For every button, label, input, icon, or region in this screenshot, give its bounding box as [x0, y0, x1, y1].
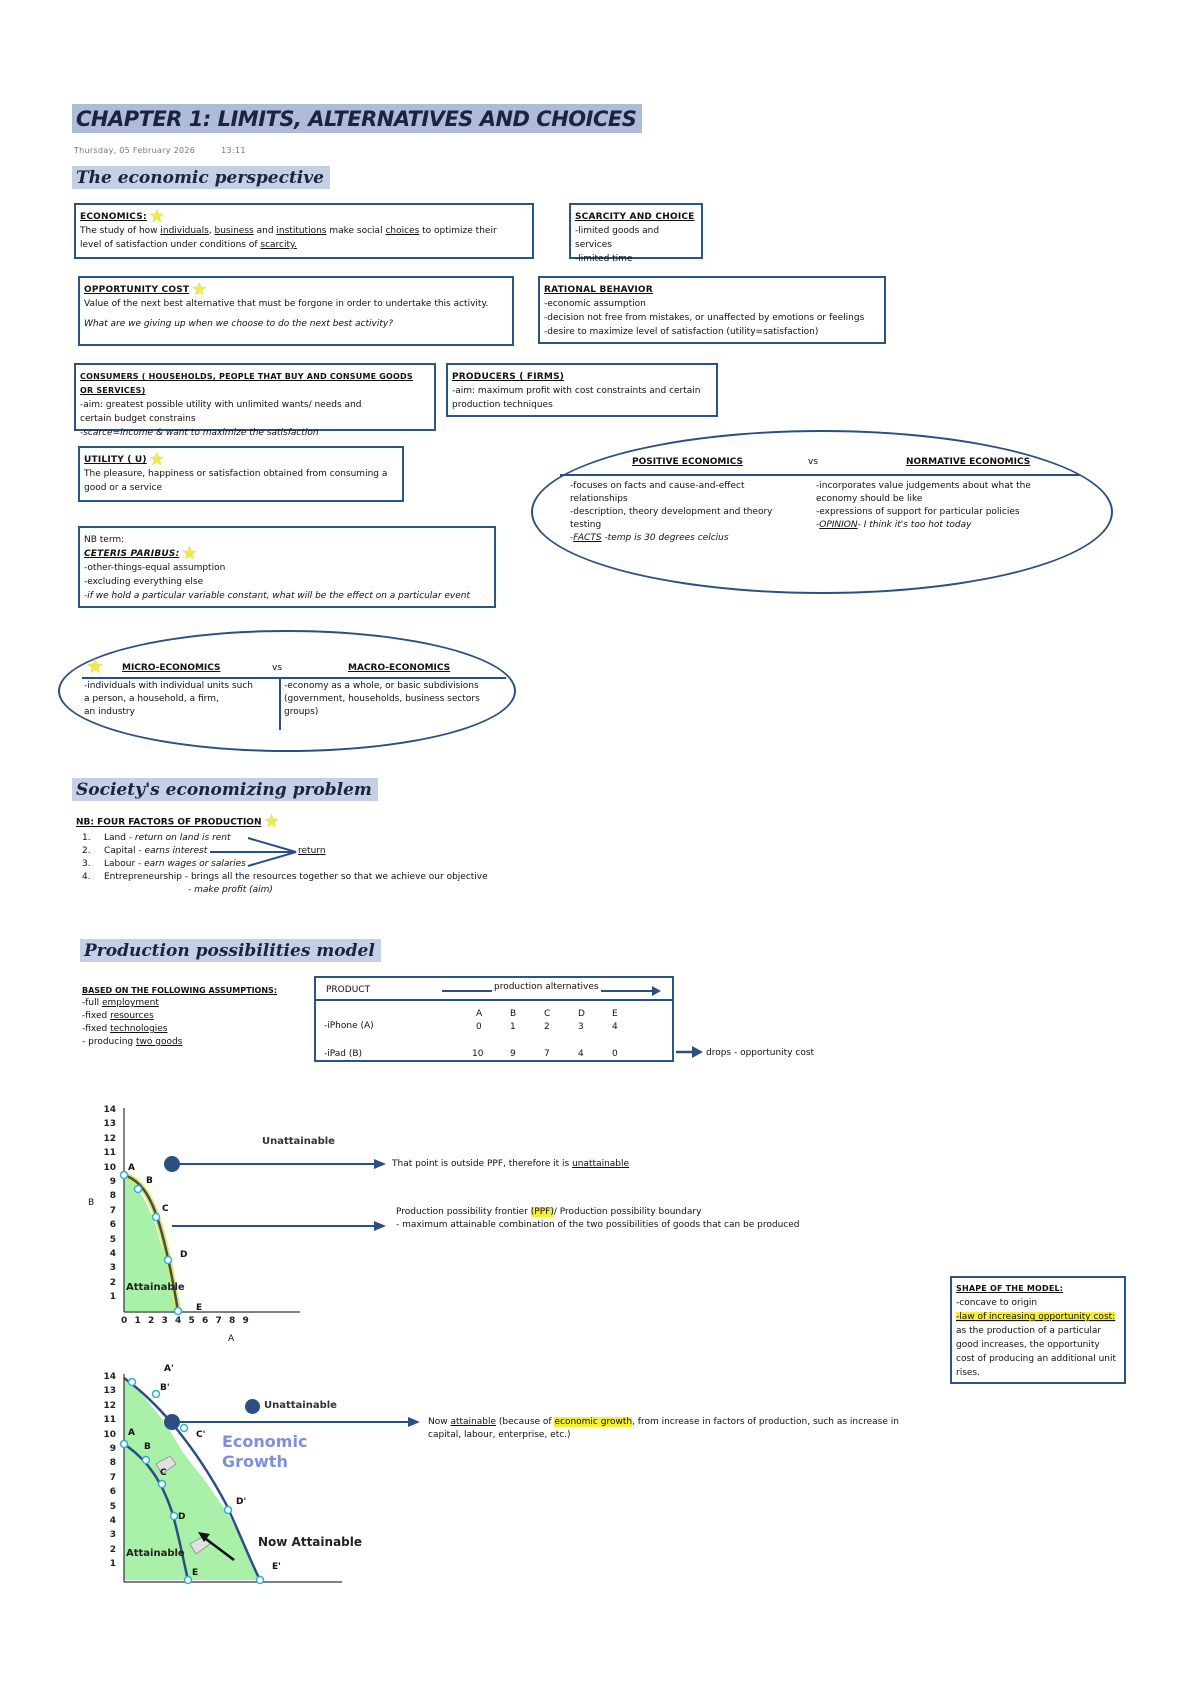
point-label-a-prime: A'	[164, 1364, 174, 1374]
point-label-c: C	[160, 1468, 167, 1478]
point-label-a: A	[128, 1428, 135, 1438]
consumers-head: CONSUMERS ( HOUSEHOLDS, PEOPLE THAT BUY …	[80, 372, 413, 395]
opportunity-head: OPPORTUNITY COST	[84, 285, 190, 295]
ppf-note: Production possibility frontier (PPF)/ P…	[396, 1207, 800, 1230]
unattainable-label: Unattainable	[264, 1400, 337, 1411]
point-label-c-prime: C'	[196, 1430, 206, 1440]
alternatives-header: production alternatives	[492, 981, 601, 994]
opportunity-cost-box: OPPORTUNITY COST★ Value of the next best…	[78, 276, 514, 346]
macro-economics-head: MACRO-ECONOMICS	[348, 663, 451, 673]
attainable-label: Attainable	[126, 1548, 185, 1559]
unattainable-marker	[245, 1399, 260, 1414]
unattainable-label: Unattainable	[262, 1136, 335, 1147]
scarcity-head: SCARCITY AND CHOICE	[575, 212, 695, 222]
graph1-arrows	[164, 1156, 386, 1231]
attainable-label: Attainable	[126, 1282, 185, 1293]
economic-growth-label: Economic Growth	[222, 1432, 308, 1471]
positive-normative-ellipse	[531, 430, 1113, 594]
utility-head: UTILITY ( U)	[84, 455, 147, 465]
star-icon: ★	[263, 811, 280, 832]
point-label-e-prime: E'	[272, 1562, 281, 1572]
section-heading-economic-perspective: The economic perspective	[72, 166, 330, 189]
rational-head: RATIONAL BEHAVIOR	[544, 285, 653, 295]
divider	[279, 678, 281, 730]
divider	[560, 474, 1080, 476]
economic-growth-note: Now attainable (because of economic grow…	[428, 1417, 899, 1440]
date-text: Thursday, 05 February 2026	[74, 146, 196, 155]
arrow-right-icon	[676, 1046, 703, 1058]
star-icon: ★	[86, 654, 104, 678]
normative-economics-head: NORMATIVE ECONOMICS	[906, 457, 1031, 467]
page-title: CHAPTER 1: LIMITS, ALTERNATIVES AND CHOI…	[72, 104, 643, 133]
micro-economics-list: -individuals with individual units such …	[84, 681, 254, 717]
point-label-d: D	[178, 1512, 186, 1522]
macro-economics-list: -economy as a whole, or basic subdivisio…	[284, 681, 480, 717]
point-label-e: E	[192, 1568, 199, 1578]
vs-label: vs	[808, 457, 819, 467]
star-icon: ★	[148, 448, 165, 470]
time-text: 13:11	[221, 146, 246, 155]
point-label-c: C	[162, 1204, 169, 1214]
point-label-b: B	[144, 1442, 151, 1452]
star-icon: ★	[191, 278, 208, 300]
rational-behavior-box: RATIONAL BEHAVIOR -economic assumption -…	[538, 276, 886, 344]
production-table: PRODUCT production alternatives -iPhone …	[314, 976, 674, 1062]
graph2-arrow	[164, 1414, 420, 1430]
economics-definition: The study of how individuals, business a…	[80, 226, 497, 236]
normative-economics-list: -incorporates value judgements about wha…	[816, 481, 1031, 530]
ppf-graph	[119, 1108, 300, 1316]
section-heading-economizing-problem: Society's economizing problem	[72, 778, 378, 801]
unattainable-note: That point is outside PPF, therefore it …	[392, 1159, 630, 1169]
opportunity-cost-note: drops - opportunity cost	[706, 1048, 815, 1058]
divider	[316, 999, 672, 1001]
shape-of-model-box: SHAPE OF THE MODEL: -concave to origin -…	[950, 1276, 1126, 1384]
point-label-d: D	[180, 1250, 188, 1260]
producers-head: PRODUCERS ( FIRMS)	[452, 372, 565, 382]
vs-label: vs	[272, 663, 283, 673]
micro-macro-ellipse	[58, 630, 516, 752]
product-header: PRODUCT	[326, 985, 371, 995]
factors-list: 1.Land - return on land is rent 2.Capita…	[82, 833, 488, 895]
x-axis-label: A	[228, 1334, 235, 1344]
ceteris-head: CETERIS PARIBUS:	[84, 549, 180, 559]
point-label-b: B	[146, 1176, 153, 1186]
scarcity-box: SCARCITY AND CHOICE -limited goods and s…	[569, 203, 703, 264]
economics-box: ECONOMICS:★ The study of how individuals…	[74, 203, 534, 259]
positive-economics-head: POSITIVE ECONOMICS	[632, 457, 743, 467]
ceteris-paribus-box: NB term: CETERIS PARIBUS:★ -other-things…	[78, 526, 496, 608]
row-label-iphone: -iPhone (A)	[324, 1021, 374, 1031]
star-icon: ★	[181, 542, 198, 564]
divider	[82, 677, 506, 679]
positive-economics-list: -focuses on facts and cause-and-effect r…	[570, 481, 773, 543]
point-label-e: E	[196, 1303, 203, 1313]
section-heading-ppm: Production possibilities model	[80, 939, 381, 962]
y-axis-label: B	[88, 1198, 95, 1208]
star-icon: ★	[148, 205, 165, 227]
micro-economics-head: MICRO-ECONOMICS	[122, 663, 221, 673]
point-label-a: A	[128, 1163, 135, 1173]
point-label-d-prime: D'	[236, 1497, 247, 1507]
utility-box: UTILITY ( U)★ The pleasure, happiness or…	[78, 446, 404, 502]
consumers-box: CONSUMERS ( HOUSEHOLDS, PEOPLE THAT BUY …	[74, 363, 436, 438]
row-label-ipad: -iPad (B)	[324, 1049, 363, 1059]
now-attainable-label: Now Attainable	[258, 1535, 363, 1549]
economics-head: ECONOMICS:	[80, 212, 147, 222]
factors-heading: NB: FOUR FACTORS OF PRODUCTION★	[76, 811, 280, 832]
producers-box: PRODUCERS ( FIRMS) -aim: maximum profit …	[446, 363, 718, 417]
return-label: return	[298, 846, 326, 856]
factors-arrows	[210, 837, 297, 867]
page-date: Thursday, 05 February 2026 13:11	[74, 146, 272, 155]
assumptions-block: BASED ON THE FOLLOWING ASSUMPTIONS: -ful…	[82, 986, 278, 1047]
economic-growth-graph	[119, 1374, 342, 1585]
point-label-b-prime: B'	[160, 1383, 170, 1393]
